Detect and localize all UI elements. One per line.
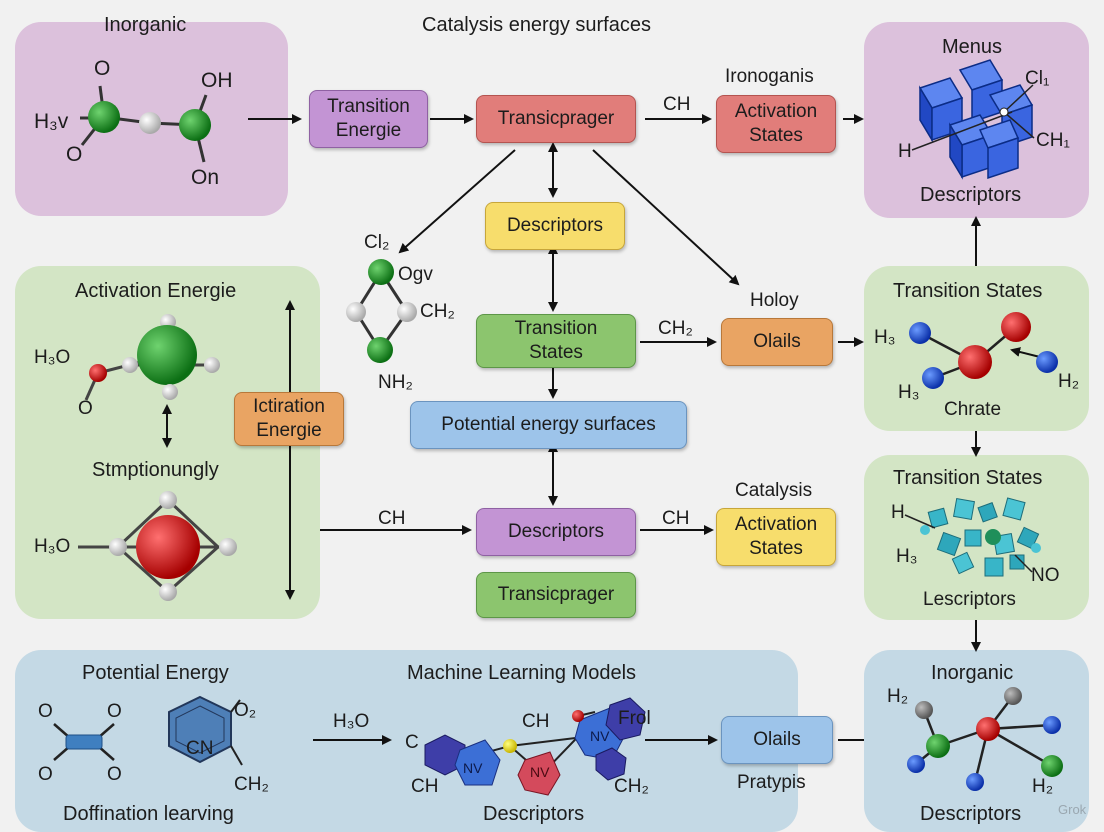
ml-caption: Descriptors (483, 803, 585, 825)
ts-right1-h2: H₂ (1058, 371, 1080, 392)
ch2-molecule-label: CH₂ (420, 301, 455, 322)
ml-frol: Frol (618, 708, 651, 729)
activation-states-top-node[interactable]: Activation States (716, 95, 836, 153)
potential-ch2: CH₂ (234, 774, 269, 795)
descriptors-low-label: Descriptors (507, 521, 605, 542)
menus-cl-label: Cl₁ (1025, 68, 1050, 89)
potential-o-bl: O (38, 764, 53, 785)
activation-states-low-node[interactable]: Activation States (716, 508, 836, 566)
olails-node[interactable]: Olails (721, 318, 833, 366)
transition-states-mid-node[interactable]: Transition States (476, 314, 636, 368)
transicprager-low-node[interactable]: Transicprager (476, 572, 636, 618)
potential-title: Potential Energy (82, 662, 229, 684)
transition-energie-label: Transition Energie (327, 96, 410, 141)
menus-h-label: H (898, 141, 912, 162)
ts-right2-no: NO (1031, 565, 1060, 586)
ml-pratypis: Pratypis (737, 772, 806, 793)
transition-states-mid-label: Transition States (514, 318, 598, 363)
potential-o-tr: O (107, 701, 122, 722)
holoy-label: Holoy (750, 290, 799, 311)
watermark: Grok (1058, 802, 1087, 817)
activation-title: Activation Energie (75, 280, 237, 302)
arrow-label-ch-top: CH (663, 94, 691, 115)
ts-right1-h3b: H₃ (898, 382, 920, 403)
potential-o-tl: O (38, 701, 53, 722)
potential-o2: O₂ (234, 700, 257, 721)
arrow-label-ch-low-right: CH (662, 508, 690, 529)
ml-nv-3: NV (590, 728, 610, 744)
ts-right1-h3a: H₃ (874, 327, 896, 348)
ml-title: Machine Learning Models (407, 662, 637, 684)
descriptors-mid-node[interactable]: Descriptors (485, 202, 625, 250)
ml-c: C (405, 732, 419, 753)
activation-h3o-2: H₃O (34, 536, 71, 557)
arrow-label-ch-low-left: CH (378, 508, 406, 529)
inorganic-top-title: Inorganic (104, 14, 187, 36)
nh2-label: NH₂ (378, 372, 413, 393)
ml-olails-node[interactable]: Olails (721, 716, 833, 764)
ogv-label: Ogv (398, 264, 433, 285)
ictiration-energie-box[interactable]: Ictiration Energie (234, 392, 344, 446)
transicprager-top-node[interactable]: Transicprager (476, 95, 636, 143)
potential-o-br: O (107, 764, 122, 785)
transicprager-low-label: Transicprager (497, 584, 615, 605)
atom-label-on: On (191, 166, 220, 189)
iranoganis-label: Ironoganis (725, 66, 814, 87)
ts-right2-caption: Lescriptors (923, 589, 1016, 610)
potential-energy-surfaces-label: Potential energy surfaces (441, 414, 656, 435)
activation-states-low-label: Activation States (734, 514, 818, 559)
ml-h3o: H₃O (333, 711, 370, 732)
activation-h3o-1: H₃O (34, 347, 71, 368)
inorganic-bottom-caption: Descriptors (920, 803, 1022, 825)
arrow-label-ch2-mid: CH₂ (658, 318, 693, 339)
cl2-label: Cl₂ (364, 232, 390, 253)
potential-cn: CN (186, 738, 214, 759)
ts-right1-caption: Chrate (944, 399, 1002, 420)
potential-energy-surfaces-node[interactable]: Potential energy surfaces (410, 401, 687, 449)
ml-nv-2: NV (530, 764, 550, 780)
descriptors-mid-label: Descriptors (506, 215, 604, 236)
ts-right2-h3: H₃ (896, 546, 918, 567)
potential-caption: Doffination learving (63, 803, 234, 825)
transition-energie-node[interactable]: Transition Energie (309, 90, 428, 148)
ml-ch2: CH₂ (614, 776, 649, 797)
ts-right1-title: Transition States (893, 280, 1043, 302)
diagram-title: Catalysis energy surfaces (422, 14, 651, 36)
atom-label-h3v: H₃v (34, 110, 69, 133)
ml-nv-1: NV (463, 760, 483, 776)
ml-ch-top: CH (522, 711, 550, 732)
ictiration-energie-label: Ictiration Energie (253, 396, 325, 441)
ml-olails-label: Olails (753, 729, 801, 750)
transicprager-top-label: Transicprager (497, 108, 615, 129)
ts-right2-title: Transition States (893, 467, 1043, 489)
inorganic-bottom-title: Inorganic (931, 662, 1014, 684)
atom-label-oh: OH (201, 69, 233, 92)
inorganic-bottom-h2a: H₂ (887, 686, 909, 707)
ts-right2-h: H (891, 502, 905, 523)
ml-ch: CH (411, 776, 439, 797)
activation-o: O (78, 398, 93, 419)
atom-label-o-bottom: O (66, 143, 83, 166)
olails-label: Olails (753, 331, 801, 352)
menus-title: Menus (942, 36, 1003, 58)
inorganic-bottom-h2b: H₂ (1032, 776, 1054, 797)
descriptors-low-node[interactable]: Descriptors (476, 508, 636, 556)
activation-states-top-label: Activation States (734, 101, 818, 146)
atom-label-o-top: O (94, 57, 111, 80)
menus-ch-label: CH₁ (1036, 130, 1070, 151)
activation-mid-label: Stmptionungly (92, 459, 219, 481)
menus-caption: Descriptors (920, 184, 1022, 206)
inorganic-panel-bottom (864, 650, 1089, 832)
catalysis-label: Catalysis (735, 480, 813, 501)
